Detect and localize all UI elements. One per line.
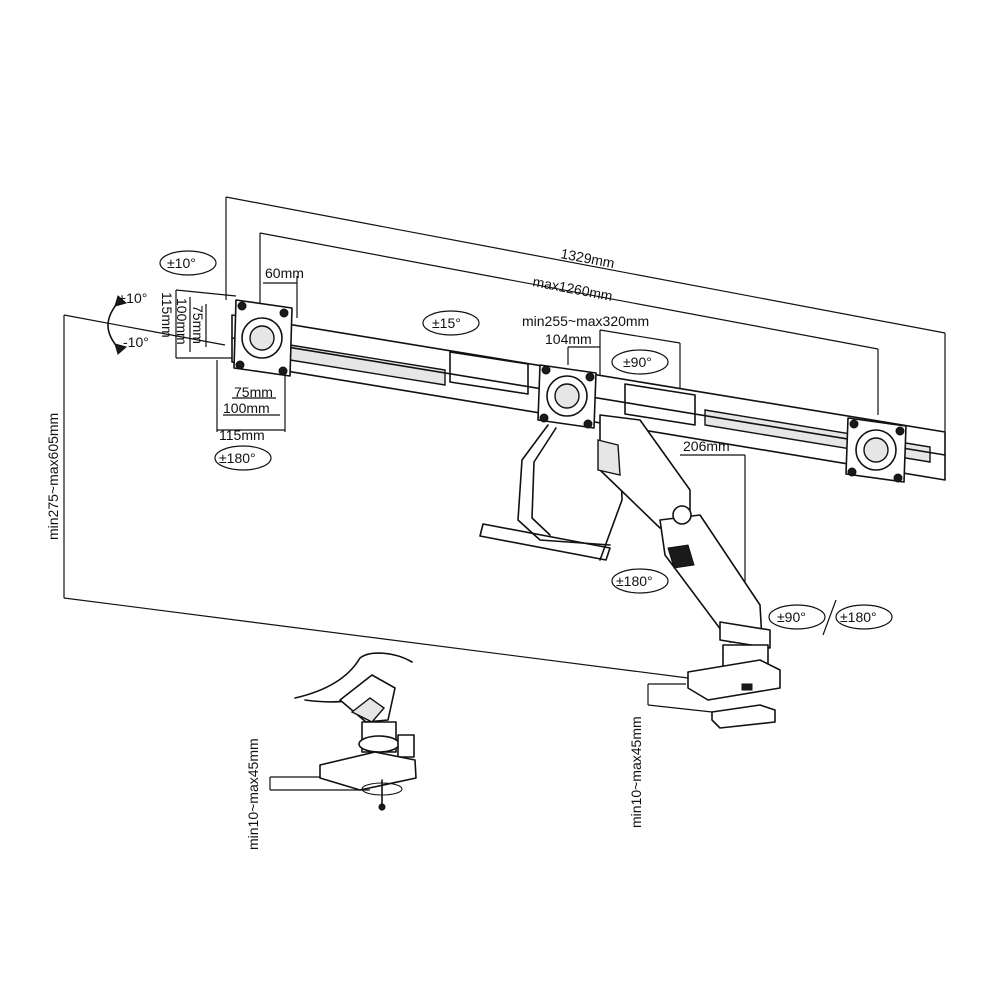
rot-90-base-label: ±90° — [777, 609, 806, 625]
rot-90-center-label: ±90° — [623, 354, 652, 370]
laptop-tray — [479, 419, 623, 561]
vesa-plate-left — [233, 299, 293, 377]
tilt-up-label: +10° — [118, 290, 147, 306]
rot-15-label: ±15° — [432, 315, 461, 331]
vesa-plate-center — [537, 364, 597, 429]
rotation-badges — [159, 250, 893, 636]
rot-180-base-label: ±180° — [840, 609, 877, 625]
gas-spring-arm — [597, 414, 771, 649]
grommet-desk-range-label: min10~max45mm — [245, 738, 261, 850]
labels: 1329mm max1260mm 60mm min255~max320mm 10… — [45, 245, 877, 850]
overall-width-label: 1329mm — [559, 245, 615, 271]
arm-reach-label: 206mm — [683, 438, 730, 454]
vesa-100-w-label: 100mm — [223, 400, 270, 416]
max-bar-width-label: max1260mm — [531, 273, 613, 304]
tilt-down-label: -10° — [123, 334, 149, 350]
vesa-115-w-label: 115mm — [219, 427, 265, 443]
rot-180-arm-label: ±180° — [616, 573, 653, 589]
vesa-75-h-label: 75mm — [190, 305, 206, 344]
vesa-plate-right — [845, 417, 907, 483]
center-span-label: min255~max320mm — [522, 313, 649, 329]
vesa-100-h-label: 100mm — [174, 298, 190, 345]
offset-60-label: 60mm — [265, 265, 304, 281]
height-range-label: min275~max605mm — [45, 413, 61, 540]
rot-10-label: ±10° — [167, 255, 196, 271]
crossbar — [231, 314, 946, 481]
clamp-desk-range-label: min10~max45mm — [628, 716, 644, 828]
vesa-115-h-label: 115mm — [159, 292, 175, 338]
dimension-lines — [63, 196, 946, 791]
vesa-75-w-label: 75mm — [234, 384, 273, 400]
grommet-mount-inset — [294, 652, 417, 811]
clamp-base — [687, 644, 781, 729]
rot-180-left-label: ±180° — [219, 450, 256, 466]
tilt-arc-icon — [107, 295, 128, 355]
center-offset-label: 104mm — [545, 331, 592, 347]
